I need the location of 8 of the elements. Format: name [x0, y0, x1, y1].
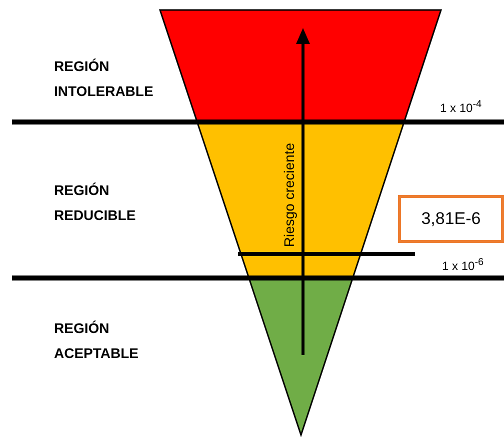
region-label: REGIÓN ACEPTABLE [54, 319, 140, 362]
value-box [398, 195, 504, 243]
region-label: REGIÓN INTOLERABLE [54, 57, 154, 100]
threshold-label: 1 x 10$^{-6}$ [442, 257, 485, 274]
axis-label: Riesgo creciente [282, 142, 296, 248]
value-text: 3,81E-6 [421, 209, 481, 229]
threshold-label: 1 x 10$^{-4}$ [440, 99, 483, 116]
region-label: REGIÓN REDUCIBLE [54, 181, 137, 224]
